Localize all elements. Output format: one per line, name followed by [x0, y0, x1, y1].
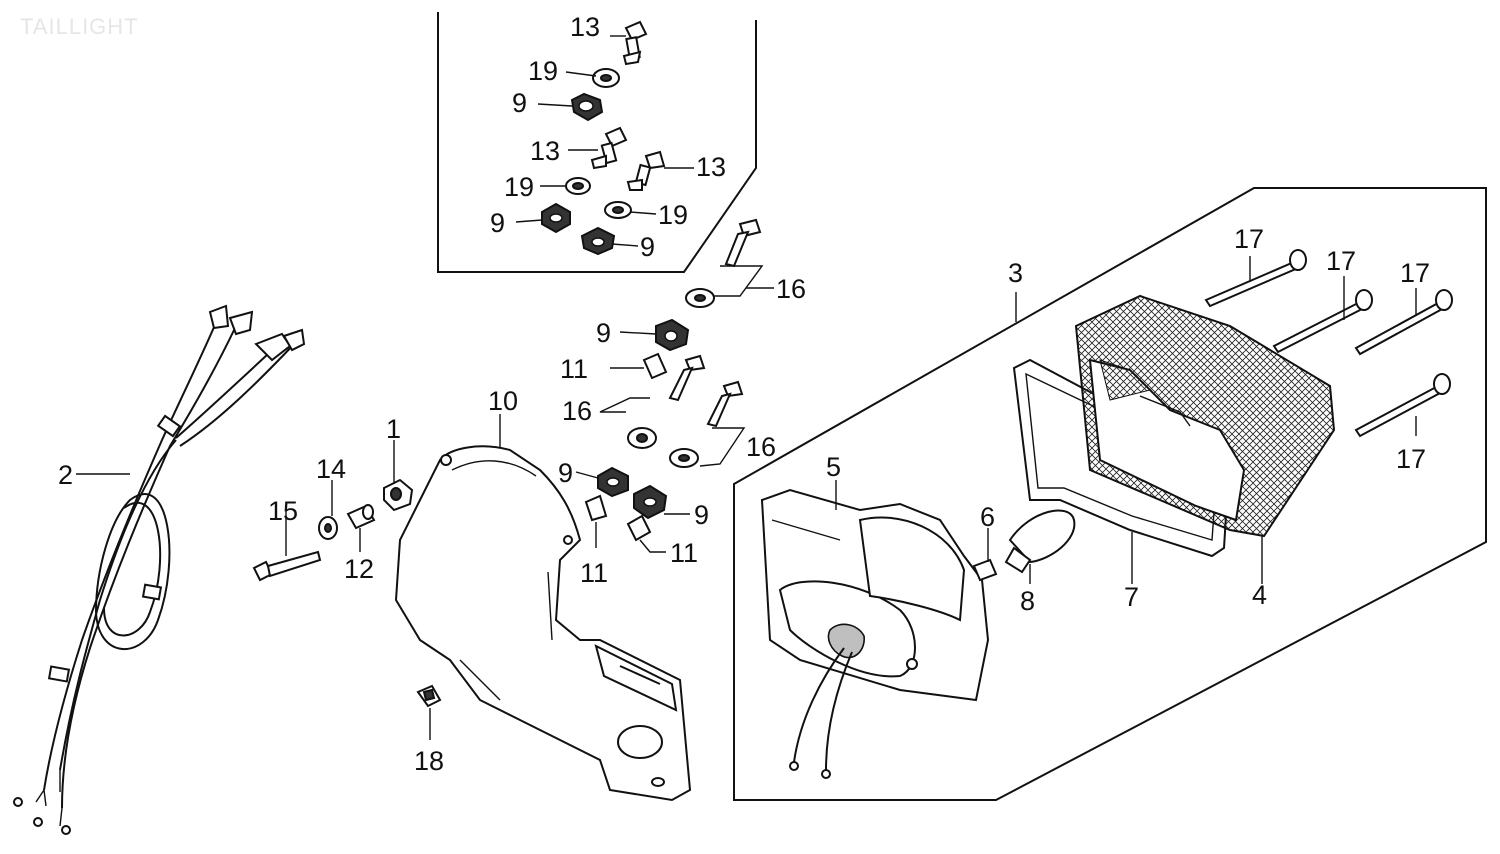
washer-14-part: [318, 480, 338, 540]
callout-17: 17: [1326, 246, 1356, 276]
screw-17-b: [1272, 276, 1373, 354]
callout-14: 14: [316, 454, 346, 484]
callout-9: 9: [558, 458, 573, 488]
bolt-16-right: [669, 380, 746, 468]
inset-leaders: [515, 35, 694, 247]
callout-17: 17: [1396, 444, 1426, 474]
callout-9: 9: [512, 88, 527, 118]
callout-11: 11: [580, 558, 608, 588]
callout-16: 16: [776, 274, 806, 304]
callout-9: 9: [596, 318, 611, 348]
callout-18: 18: [414, 746, 444, 776]
callout-11: 11: [670, 538, 698, 568]
nut-9-left: [575, 466, 629, 498]
bolt-16-left: [599, 354, 706, 449]
callout-9: 9: [490, 208, 505, 238]
screw-17-a: [1204, 249, 1307, 308]
callout-17: 17: [1400, 258, 1430, 288]
collar-12-part: [346, 504, 376, 552]
callout-9: 9: [694, 500, 709, 530]
callout-11: 11: [560, 354, 588, 384]
callout-19: 19: [658, 200, 688, 230]
socket-6-part: [972, 528, 998, 582]
lens-4-part: [1074, 294, 1336, 584]
callout-1: 1: [386, 414, 401, 444]
inset-bolt-13-mid-left: [590, 126, 628, 170]
callout-5: 5: [826, 452, 841, 482]
callout-10: 10: [488, 386, 518, 416]
callout-12: 12: [344, 554, 374, 584]
callout-16: 16: [746, 432, 776, 462]
callout-labels: 13 19 9 13 13 19 19 9 9 16 3 17 17 17 17…: [58, 12, 1430, 776]
callout-19: 19: [528, 56, 558, 86]
callout-9: 9: [640, 232, 655, 262]
collar-11-left: [584, 494, 608, 548]
bulb-8-part: [1004, 509, 1076, 584]
inset-nut-9-bottom-left: [541, 202, 571, 234]
nut-1-part: [383, 440, 414, 512]
bracket-10-part: [394, 414, 692, 802]
inset-frame: [437, 12, 757, 273]
callout-13: 13: [570, 12, 600, 42]
inset-bolt-13-top: [622, 20, 648, 66]
collar-11-right: [626, 514, 666, 553]
callout-13: 13: [696, 152, 726, 182]
callout-8: 8: [1020, 586, 1035, 616]
inset-nut-9-bottom-right: [580, 226, 616, 256]
callout-19: 19: [504, 172, 534, 202]
bolt-16-upper: [685, 218, 774, 308]
callout-4: 4: [1252, 580, 1267, 610]
callout-2: 2: [58, 460, 73, 490]
callout-16: 16: [562, 396, 592, 426]
callout-3: 3: [1008, 258, 1023, 288]
inset-washer-19-mid-right: [604, 201, 632, 219]
callout-15: 15: [268, 496, 298, 526]
assembly-frame-3: [733, 187, 1487, 801]
collar-11-upper: [610, 352, 668, 380]
callout-6: 6: [980, 502, 995, 532]
inset-washer-19-mid-left: [565, 177, 591, 195]
callout-13: 13: [530, 136, 560, 166]
taillight-base-5: [760, 480, 990, 779]
screw-17-d: [1354, 373, 1451, 438]
watermark-title: TAILLIGHT: [20, 14, 139, 39]
inset-washer-19-top: [592, 68, 620, 88]
nut-9-right: [633, 484, 690, 520]
callout-7: 7: [1124, 582, 1139, 612]
bolt-15-part: [252, 508, 322, 582]
clip-18-part: [416, 684, 442, 740]
nut-9-upper: [619, 318, 690, 352]
screw-17-c: [1354, 288, 1453, 356]
wire-harness-part: [13, 304, 306, 835]
inset-nut-9-top: [570, 92, 604, 122]
inset-bolt-13-mid-right: [626, 150, 666, 191]
callout-17: 17: [1234, 224, 1264, 254]
